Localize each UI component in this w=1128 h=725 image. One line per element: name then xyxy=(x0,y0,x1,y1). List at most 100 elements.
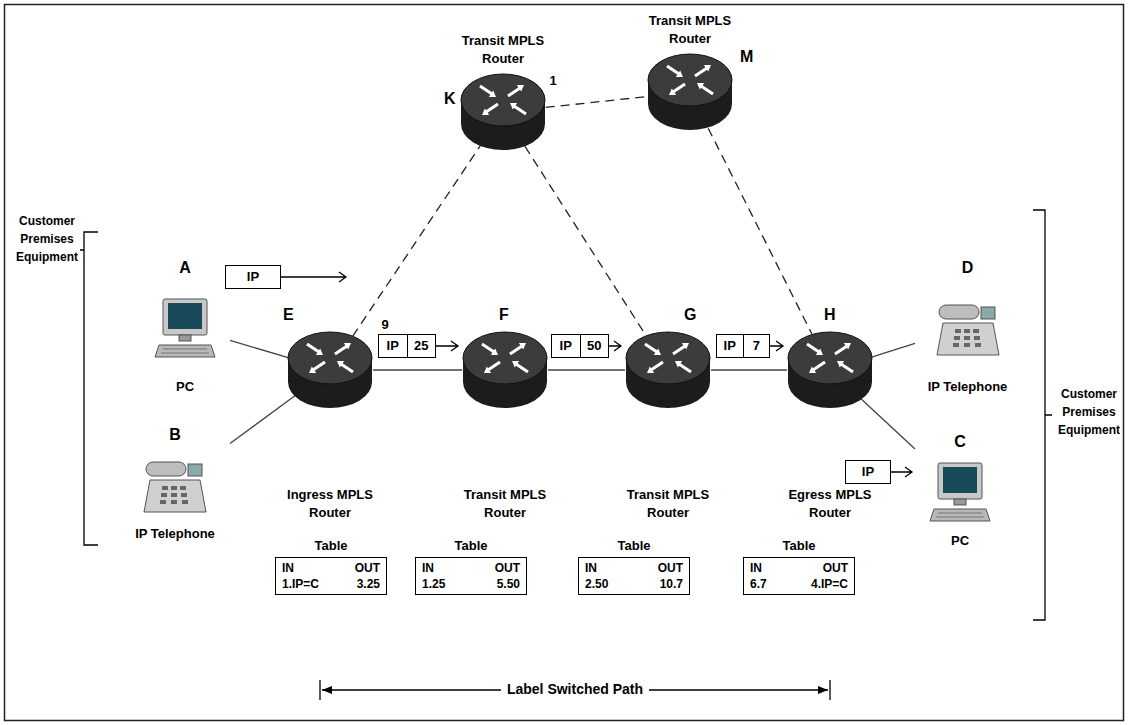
arrowhead xyxy=(809,366,816,373)
arrowhead xyxy=(675,361,682,368)
arrow-heads xyxy=(482,85,524,115)
screen xyxy=(168,303,202,329)
link-line xyxy=(548,369,625,370)
display xyxy=(188,464,202,476)
arrowhead xyxy=(682,343,689,350)
router-letter: H xyxy=(824,306,836,324)
device-letter: D xyxy=(962,258,974,278)
keypad xyxy=(953,329,981,347)
arrowhead xyxy=(344,343,351,350)
table-grid: INOUT2.5010.7 xyxy=(578,557,690,595)
table-cell: OUT xyxy=(495,560,520,576)
packet-label: 50 xyxy=(580,335,609,357)
arrow-shafts xyxy=(807,344,853,372)
router-symbol xyxy=(625,330,711,410)
arrowhead xyxy=(484,366,491,373)
label-table: TableINOUT2.5010.7 xyxy=(578,557,690,595)
arrowhead xyxy=(489,90,496,97)
phone-symbol xyxy=(140,452,210,518)
path-label: Label Switched Path xyxy=(501,681,649,697)
stand xyxy=(954,499,966,505)
arrow-heads xyxy=(484,343,526,373)
device-name: IP Telephone xyxy=(928,378,1008,396)
router-arrows xyxy=(667,66,713,94)
keys xyxy=(936,513,984,517)
router-symbol xyxy=(460,72,546,152)
dashed-link xyxy=(708,128,812,334)
monitor xyxy=(163,299,207,335)
text-label: 9 xyxy=(378,316,392,334)
arrow-shafts xyxy=(667,66,713,94)
link-line xyxy=(711,369,787,370)
arrowhead xyxy=(654,348,661,355)
packet-arrow xyxy=(281,272,346,282)
annotation: 9 xyxy=(381,317,388,332)
text-label: 1 xyxy=(546,72,560,90)
packet-header: IP xyxy=(552,335,580,357)
annotation: 1 xyxy=(549,73,556,88)
packet-header: IP xyxy=(379,335,407,357)
device-node: APC xyxy=(140,258,230,396)
table-grid: INOUT6.74.IP=C xyxy=(743,557,855,595)
table-cell: OUT xyxy=(811,560,848,576)
packet-box: IP xyxy=(225,265,281,289)
packet-label: 7 xyxy=(743,335,770,357)
device-letter: A xyxy=(179,258,191,278)
router-arrows xyxy=(307,344,353,372)
outer-frame xyxy=(5,5,1124,721)
router-arrows xyxy=(807,344,853,372)
keys xyxy=(161,349,209,353)
arrowhead xyxy=(647,366,654,373)
packet-arrows xyxy=(281,272,912,477)
arrowhead xyxy=(816,348,823,355)
router-top xyxy=(788,332,872,384)
router-node: M xyxy=(647,52,733,132)
text-label: Ingress MPLS Router xyxy=(270,486,390,522)
phone-base xyxy=(144,480,206,512)
keyboard xyxy=(155,345,215,357)
table-cell: 1.IP=C xyxy=(282,576,319,592)
annotation: Transit MPLS Router xyxy=(649,13,731,46)
arrowhead xyxy=(517,85,524,92)
arrowhead xyxy=(482,108,489,115)
monitor xyxy=(938,463,982,499)
packet-arrow xyxy=(891,467,912,477)
arrowhead xyxy=(676,70,683,77)
handset xyxy=(146,462,186,476)
arrowhead xyxy=(510,103,517,110)
packet-arrow xyxy=(436,341,458,351)
annotation: Ingress MPLS Router xyxy=(287,487,373,520)
router-node: G xyxy=(625,330,711,410)
table-cell: 10.7 xyxy=(658,576,683,592)
table-cell: 3.25 xyxy=(355,576,380,592)
dashed-link xyxy=(525,146,646,335)
router-node: F xyxy=(462,330,548,410)
router-arrows xyxy=(645,344,691,372)
router-top xyxy=(463,332,547,384)
table-cell: 1.25 xyxy=(422,576,445,592)
packet-box: IP25 xyxy=(378,334,436,358)
table-cell: 2.50 xyxy=(585,576,608,592)
arrowhead xyxy=(322,686,332,694)
device-name: IP Telephone xyxy=(135,525,215,543)
table-heading: Table xyxy=(275,537,387,555)
packet-label: 25 xyxy=(407,335,436,357)
arrowhead xyxy=(309,366,316,373)
arrow-shafts xyxy=(482,344,528,372)
packet-arrow xyxy=(770,341,783,351)
arrowhead xyxy=(844,343,851,350)
annotation: Customer Premises Equipment xyxy=(1058,387,1120,437)
arrowhead xyxy=(512,361,519,368)
router-letter: F xyxy=(499,306,509,324)
table-grid: INOUT1.IP=C3.25 xyxy=(275,557,387,595)
link-line xyxy=(230,395,296,444)
table-cell: IN xyxy=(585,560,608,576)
dashed-link xyxy=(353,146,480,336)
device-node: CPC xyxy=(915,432,1005,550)
arrowhead xyxy=(818,686,828,694)
text-label: Transit MPLS Router xyxy=(445,486,565,522)
pc-icon xyxy=(140,278,230,378)
packet-box: IP xyxy=(845,460,891,484)
